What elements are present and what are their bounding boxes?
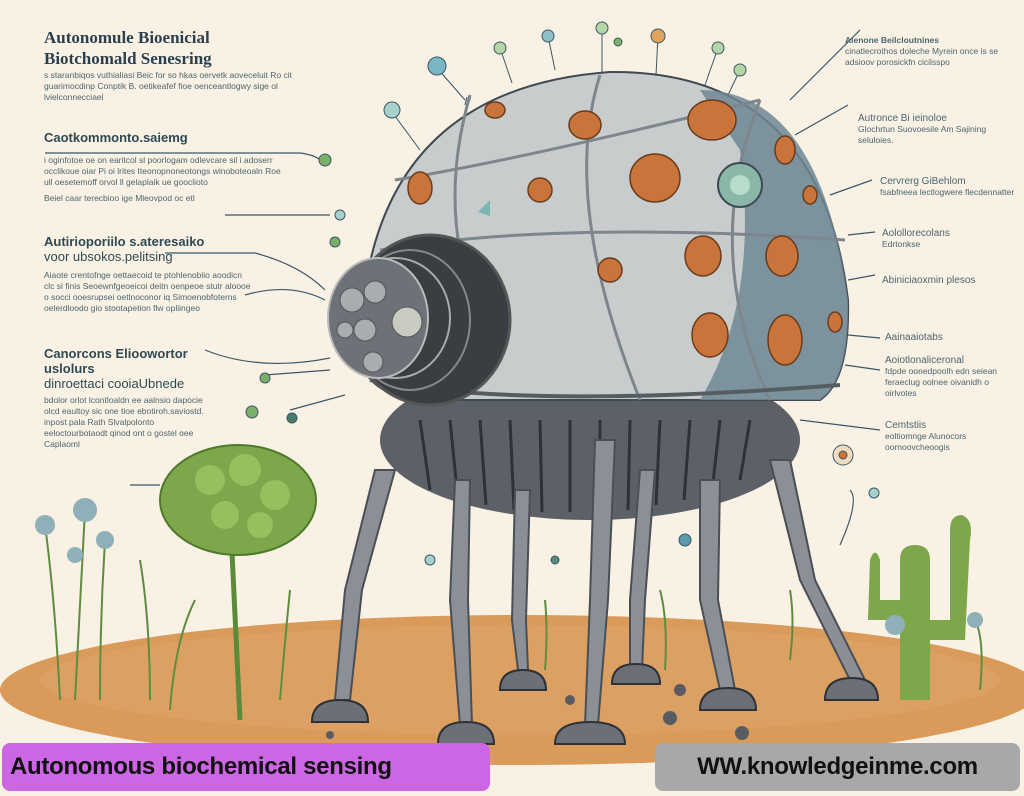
label-heading: Autronce Bi ieinoloe: [858, 113, 947, 124]
left-label-1: Caotkommonto.saiemg i oginfotoe oe on ea…: [44, 130, 284, 204]
label-subheading: voor ubsokos.pelitsing: [44, 249, 173, 264]
robot-legs: [333, 439, 867, 726]
leader-lines: [45, 29, 881, 546]
right-label-8: Cemtstiis eoltiomnge Alunocors oornoovch…: [885, 420, 1020, 453]
label-heading: Caotkommonto.saiemg: [44, 130, 188, 145]
right-label-5: Abiniciaoxmin plesos: [882, 275, 1020, 286]
title-line-1: Autonomule Bioenicial: [44, 28, 210, 47]
right-label-1: Aienone Beilcloutnines cinatlecrothos do…: [845, 35, 1020, 68]
front-intake: [327, 233, 512, 407]
label-body: i oginfotoe oe on earitcol sl poorlogam …: [44, 155, 281, 187]
right-label-6: Aainaaiotabs: [885, 332, 1020, 343]
label-heading: Cemtstiis: [885, 420, 927, 431]
label-subheading: dinroettaci cooiaUbnede: [44, 376, 185, 391]
page-title: Autonomule Bioenicial Biotchomald Senesr…: [44, 27, 212, 69]
label-heading: Aolollorecolans: [882, 228, 950, 239]
label-body: cinatlecrothos doleche Myrein once is se…: [845, 46, 999, 67]
caption-banner: Autonomous biochemical sensing: [2, 743, 490, 791]
label-body: eoltiomnge Alunocors oornoovcheoogis: [885, 431, 967, 452]
left-label-2: Autirioporiilo s.ateresaiko voor ubsokos…: [44, 234, 254, 314]
label-heading: Aainaaiotabs: [885, 332, 943, 343]
label-body: bdolor orlot lcontloaldn ee aalnsio dapo…: [44, 395, 204, 449]
title-line-2: Biotchomald Senesring: [44, 49, 212, 68]
website-banner: WW.knowledgeinme.com: [655, 743, 1020, 791]
caption-text: Autonomous biochemical sensing: [10, 753, 392, 780]
sensor-pods: [245, 21, 880, 566]
label-body: Glochrtun Suovoesile Am Sajining seluloi…: [858, 124, 987, 145]
right-label-2: Autronce Bi ieinoloe Glochrtun Suovoesil…: [858, 113, 1018, 146]
label-heading: Canorcons Elioowortor uslolurs: [44, 346, 188, 376]
label-bullet: Beiel caar terecbioo ige Mleovpod oc etl: [44, 193, 195, 203]
left-label-3: Canorcons Elioowortor uslolurs dinroetta…: [44, 346, 204, 450]
label-heading: Autirioporiilo s.ateresaiko: [44, 234, 205, 249]
label-body: Edrtonkse: [882, 239, 921, 249]
label-body: fdpde oonedpoolh edn seiean feraeclug oo…: [885, 366, 998, 398]
label-heading: Cervrerg GiBehlom: [880, 176, 966, 187]
label-body: Aiaote crentofnge oettaecoid te ptohleno…: [44, 270, 251, 313]
label-heading: Abiniciaoxmin plesos: [882, 275, 976, 286]
label-heading: Aienone Beilcloutnines: [845, 35, 939, 45]
right-label-7: Aoiotlonaliceronal fdpde oonedpoolh edn …: [885, 355, 1020, 399]
dome-ports: [407, 99, 843, 366]
label-heading: Aoiotlonaliceronal: [885, 355, 964, 366]
title-description: s staranbiqos vuthialiasi Beic for so hk…: [44, 70, 293, 102]
cactus: [900, 545, 930, 700]
website-text: WW.knowledgeinme.com: [697, 753, 978, 780]
robot-feet: [310, 662, 880, 745]
plants: [35, 444, 983, 721]
label-body: fsabfneea lectlogwere flecdennatter: [880, 187, 1015, 197]
pebbles: [326, 684, 749, 740]
right-label-4: Aolollorecolans Edrtonkse: [882, 228, 1020, 250]
right-label-3: Cervrerg GiBehlom fsabfneea lectlogwere …: [880, 176, 1020, 198]
